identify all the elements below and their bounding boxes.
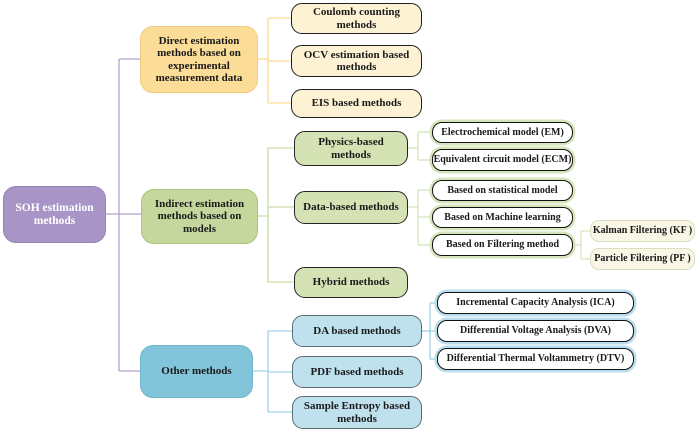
- node-statistical-model: Based on statistical model: [432, 180, 573, 201]
- connector-root-purple: [106, 58, 141, 372]
- node-ocv-estimation: OCV estimation based methods: [291, 45, 422, 77]
- node-equivalent-circuit-model: Equivalent circuit model (ECM): [432, 149, 573, 171]
- node-other-methods: Other methods: [140, 345, 253, 398]
- node-incremental-capacity-analysis: Incremental Capacity Analysis (ICA): [437, 292, 634, 314]
- node-machine-learning: Based on Machine learning: [432, 207, 573, 228]
- connector-other-blue: [253, 302, 437, 413]
- node-physics-based: Physics-based methods: [294, 131, 408, 166]
- node-pdf-based: PDF based methods: [292, 356, 422, 388]
- node-electrochemical-model: Electrochemical model (EM): [432, 122, 573, 143]
- node-hybrid-methods: Hybrid methods: [294, 267, 408, 298]
- node-soh-estimation-methods: SOH estimation methods: [3, 186, 106, 243]
- connector-models-greenlite: [408, 131, 590, 260]
- node-eis-based: EIS based methods: [291, 89, 422, 118]
- node-data-based: Data-based methods: [294, 191, 408, 224]
- connector-direct-yellow: [258, 17, 291, 104]
- node-differential-thermal-voltammetry: Differential Thermal Voltammetry (DTV): [437, 348, 634, 370]
- node-sample-entropy: Sample Entropy based methods: [292, 396, 422, 429]
- connector-indirect-green: [258, 147, 294, 283]
- node-filtering-method: Based on Filtering method: [432, 234, 573, 256]
- node-coulomb-counting: Coulomb counting methods: [291, 3, 422, 34]
- node-particle-filtering: Particle Filtering (PF ): [590, 248, 695, 270]
- node-da-based: DA based methods: [292, 315, 422, 347]
- node-kalman-filtering: Kalman Filtering (KF ): [590, 220, 695, 242]
- node-differential-voltage-analysis: Differential Voltage Analysis (DVA): [437, 320, 634, 342]
- node-direct-estimation: Direct estimation methods based on exper…: [140, 26, 258, 93]
- node-indirect-estimation: Indirect estimation methods based on mod…: [141, 189, 258, 244]
